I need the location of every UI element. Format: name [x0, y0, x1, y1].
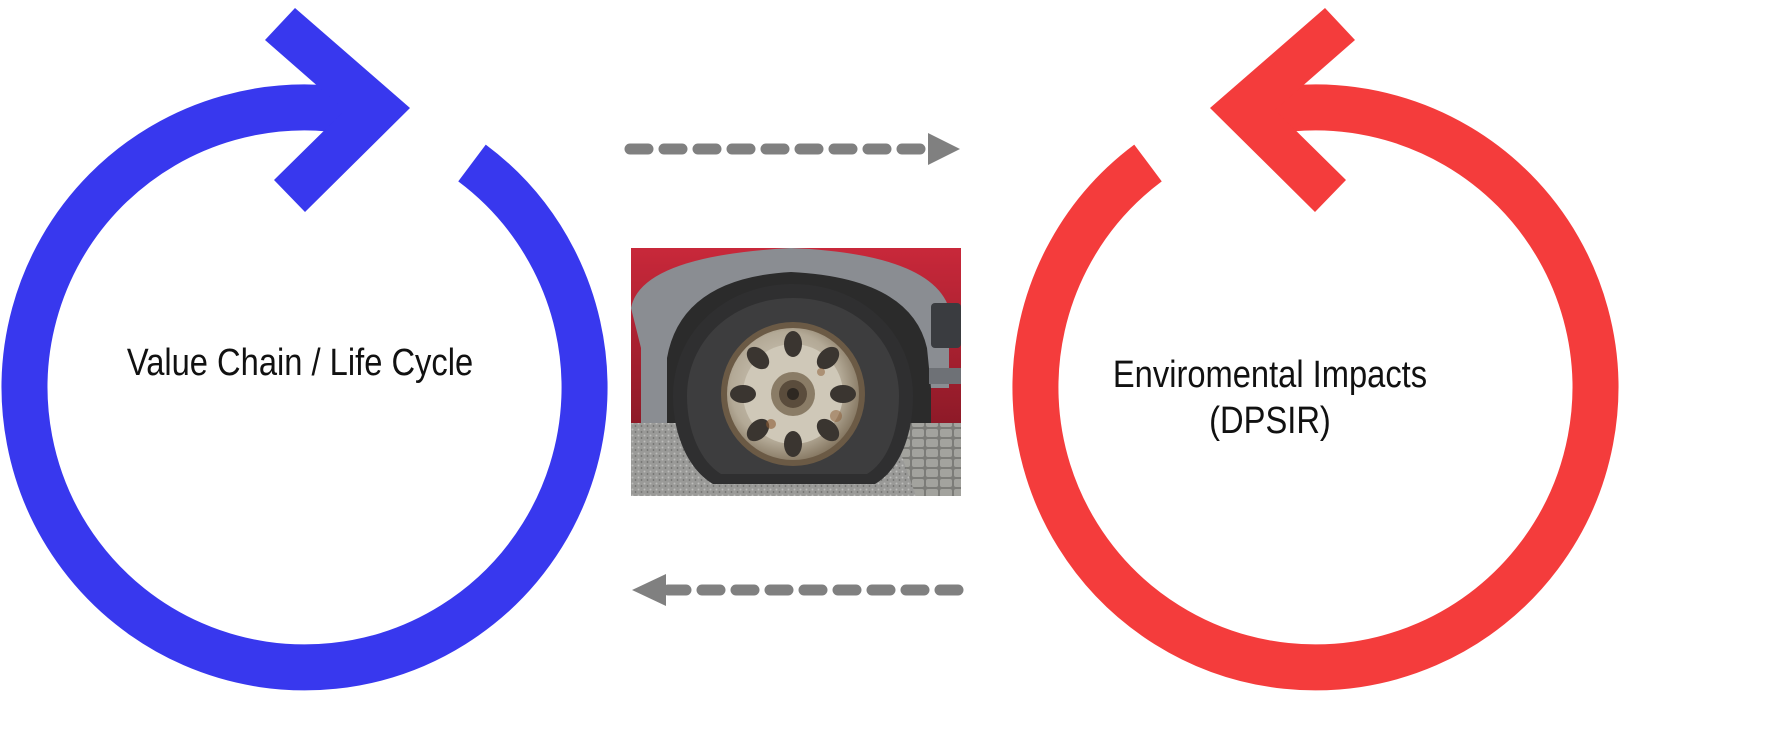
- left-cycle-arrow: [25, 8, 585, 667]
- top-dashed-arrow: [630, 133, 960, 165]
- left-cycle-label: Value Chain / Life Cycle: [94, 340, 507, 386]
- bottom-arrowhead: [632, 574, 666, 606]
- right-cycle-label-line1: Enviromental Impacts: [1064, 352, 1477, 398]
- center-photo: [631, 248, 961, 496]
- top-arrowhead: [928, 133, 960, 165]
- flat-tire-image: [631, 248, 961, 496]
- right-cycle-arrow: [1035, 8, 1595, 667]
- right-cycle-label: Enviromental Impacts (DPSIR): [1064, 352, 1477, 444]
- right-cycle-label-line2: (DPSIR): [1064, 398, 1477, 444]
- bottom-dashed-arrow: [632, 574, 962, 606]
